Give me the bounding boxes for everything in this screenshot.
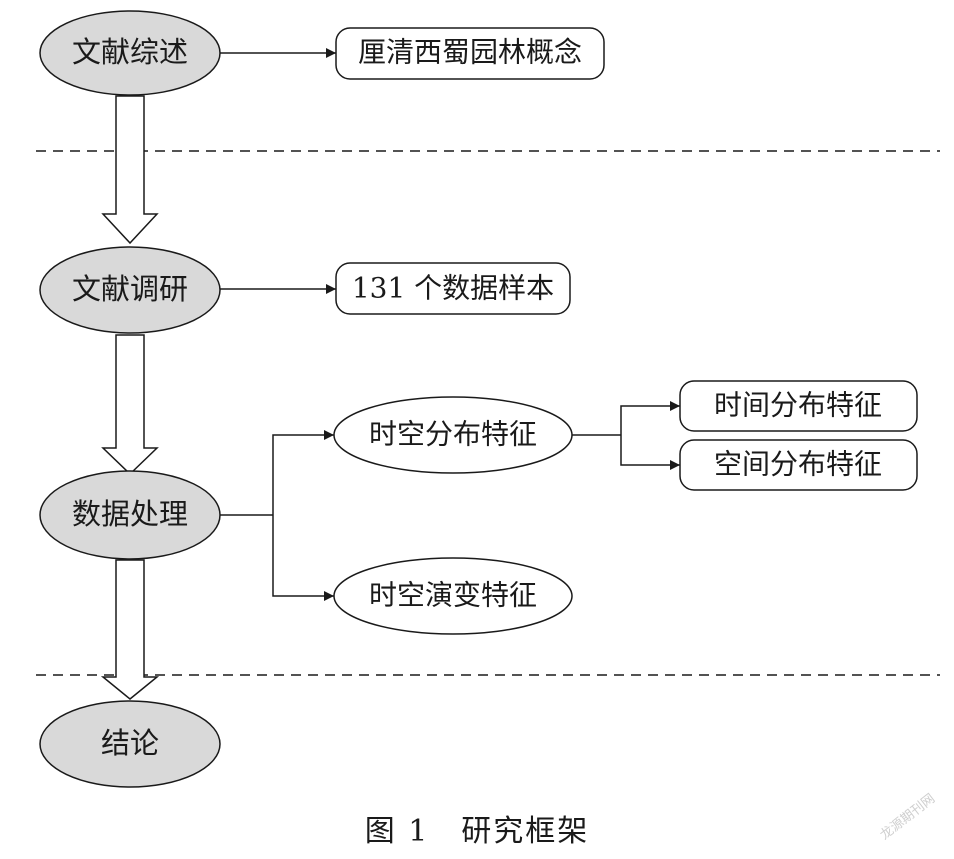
box-data-samples: 131 个数据样本 <box>335 262 571 315</box>
node-literature-review-label: 文献综述 <box>72 35 188 69</box>
node-conclusion-label: 结论 <box>101 726 159 760</box>
node-spatiotemporal-distribution: 时空分布特征 <box>333 396 573 474</box>
box-data-samples-label: 131 个数据样本 <box>352 272 554 305</box>
node-spatiotemporal-evolution-label: 时空演变特征 <box>369 579 537 612</box>
node-data-processing: 数据处理 <box>39 470 221 560</box>
watermark: 龙源期刊网 <box>878 791 938 843</box>
figure-caption: 图 1 研究框架 <box>365 814 590 849</box>
block-arrow-survey-to-processing <box>101 334 159 476</box>
node-conclusion: 结论 <box>39 700 221 788</box>
box-spatial-distribution: 空间分布特征 <box>679 439 918 491</box>
node-literature-review: 文献综述 <box>39 10 221 96</box>
arrow-distribution-to-temporal <box>620 401 680 435</box>
box-garden-concept: 厘清西蜀园林概念 <box>335 27 605 80</box>
box-spatial-distribution-label: 空间分布特征 <box>714 448 882 481</box>
node-data-processing-label: 数据处理 <box>72 497 188 531</box>
box-temporal-distribution: 时间分布特征 <box>679 380 918 432</box>
node-literature-survey-label: 文献调研 <box>72 272 188 306</box>
arrow-processing-to-evolution <box>272 515 334 601</box>
node-spatiotemporal-distribution-label: 时空分布特征 <box>369 418 537 451</box>
box-temporal-distribution-label: 时间分布特征 <box>714 389 882 422</box>
block-arrow-processing-to-conclusion <box>100 559 160 700</box>
box-garden-concept-label: 厘清西蜀园林概念 <box>358 36 582 69</box>
node-spatiotemporal-evolution: 时空演变特征 <box>333 557 573 635</box>
block-arrow-review-to-survey <box>101 95 159 245</box>
arrow-distribution-to-spatial <box>620 435 680 470</box>
arrow-processing-to-distribution <box>272 430 334 515</box>
node-literature-survey: 文献调研 <box>39 246 221 334</box>
